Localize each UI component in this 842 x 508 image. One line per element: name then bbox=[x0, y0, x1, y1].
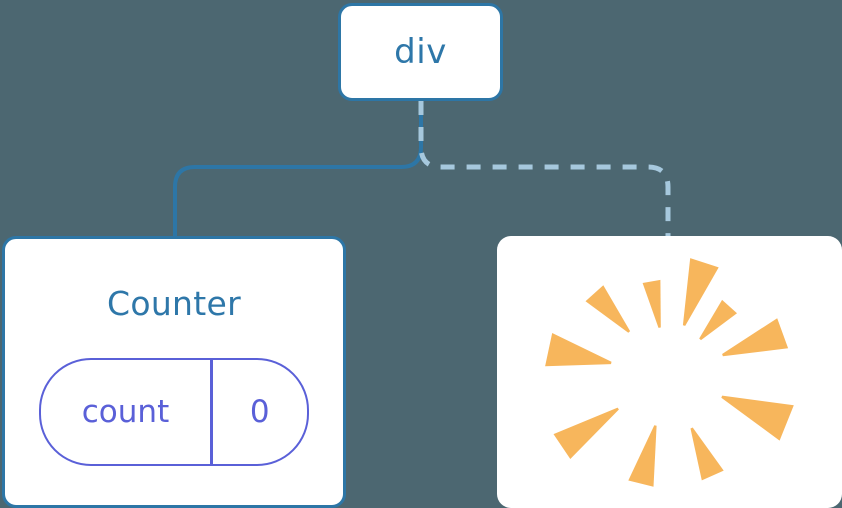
node-counter-title: Counter bbox=[107, 284, 241, 323]
sparkle-ray-2 bbox=[642, 279, 661, 328]
edge-div-to-burst bbox=[418, 101, 671, 240]
sparkle-ray-6 bbox=[628, 425, 657, 487]
node-counter[interactable]: Counter count 0 bbox=[2, 236, 346, 508]
node-burst[interactable] bbox=[497, 236, 842, 508]
node-div-label: div bbox=[394, 32, 447, 72]
sparkle-ray-3 bbox=[585, 285, 631, 333]
node-div[interactable]: div bbox=[338, 3, 503, 101]
sparkle-ray-10 bbox=[699, 299, 737, 341]
prop-pill-count[interactable]: count 0 bbox=[39, 358, 309, 466]
edge-div-to-counter bbox=[173, 99, 423, 242]
sparkle-ray-9 bbox=[722, 318, 789, 357]
prop-value: 0 bbox=[249, 394, 270, 430]
sparkle-ray-8 bbox=[721, 395, 794, 441]
prop-name: count bbox=[81, 394, 170, 430]
sparkle-ray-1 bbox=[682, 258, 719, 326]
prop-divider bbox=[210, 360, 213, 464]
sparkle-ray-4 bbox=[545, 333, 612, 367]
sparkle-ray-7 bbox=[690, 427, 724, 481]
sparkle-burst-icon bbox=[545, 258, 794, 487]
sparkle-ray-5 bbox=[553, 407, 619, 459]
